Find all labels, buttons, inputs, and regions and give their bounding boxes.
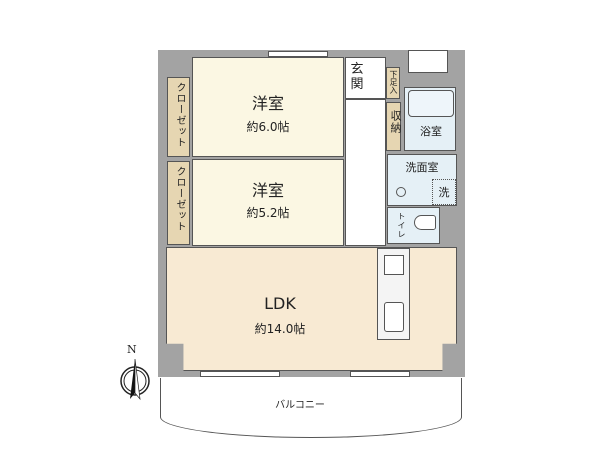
compass-icon	[120, 358, 150, 401]
room-ldk-name: LDK	[264, 294, 296, 313]
closet-1[interactable]	[167, 77, 190, 157]
washer-space	[432, 179, 456, 205]
room-western-1-name: 洋室	[251, 94, 284, 113]
balcony-label: バルコニー	[275, 400, 325, 411]
meter-box	[408, 50, 448, 73]
window	[268, 51, 328, 57]
washroom-label: 洗面室	[405, 161, 439, 174]
window	[200, 371, 280, 377]
stove-icon	[384, 255, 404, 275]
room-western-2-area: 約5.2帖	[246, 206, 290, 220]
washer-label: 洗	[438, 186, 450, 199]
closet-1-label: クローゼット	[174, 82, 185, 148]
room-western-1-area: 約6.0帖	[246, 120, 290, 134]
closet-2[interactable]	[167, 161, 190, 245]
room-western-1[interactable]	[192, 57, 344, 157]
bathroom-label: 浴室	[420, 125, 442, 138]
compass-north-label: N	[127, 343, 137, 356]
toilet-label: トイレ	[397, 212, 406, 239]
bathtub-icon	[408, 90, 454, 117]
room-western-2[interactable]	[192, 159, 344, 246]
sink-icon	[396, 187, 406, 197]
shoe-storage-label: 下足入	[389, 70, 398, 94]
entrance-label: 玄関	[350, 62, 364, 92]
room-western-2-name: 洋室	[251, 181, 284, 200]
washroom[interactable]	[387, 154, 457, 206]
closet-2-label: クローゼット	[174, 166, 185, 232]
room-ldk-area: 約14.0帖	[254, 322, 306, 336]
kitchen-sink-icon	[384, 302, 404, 332]
storage[interactable]	[386, 102, 401, 151]
window	[350, 371, 410, 377]
entrance[interactable]	[345, 57, 386, 99]
toilet-bowl-icon	[414, 215, 436, 230]
hallway[interactable]	[345, 99, 386, 246]
storage-label: 収納	[389, 110, 402, 134]
balcony[interactable]	[160, 378, 462, 438]
shoe-storage[interactable]	[386, 67, 400, 99]
